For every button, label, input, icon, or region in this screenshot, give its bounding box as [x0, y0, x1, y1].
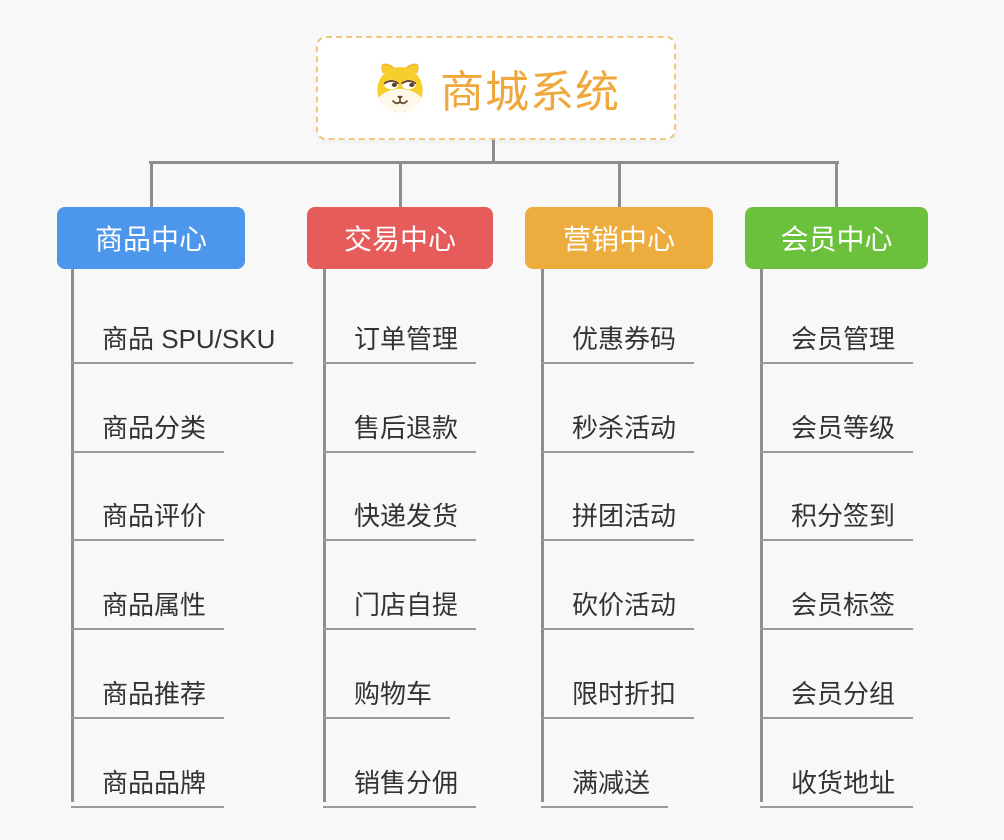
connector-horizontal-bar	[149, 161, 839, 164]
root-node-title: 商城系统	[440, 68, 620, 117]
leaf-node[interactable]: 砍价活动	[541, 572, 695, 630]
leaf-node[interactable]: 会员分组	[760, 661, 914, 719]
connector-drop-line	[835, 161, 838, 207]
leaf-node[interactable]: 门店自提	[323, 572, 477, 630]
leaf-node[interactable]: 商品推荐	[71, 661, 225, 719]
branch-node-member-center[interactable]: 会员中心	[745, 207, 928, 269]
leaf-node[interactable]: 商品属性	[71, 572, 225, 630]
leaf-node[interactable]: 秒杀活动	[541, 395, 695, 453]
branch-trunk-line	[760, 269, 763, 802]
branch-node-trade-center[interactable]: 交易中心	[307, 207, 493, 269]
leaf-node[interactable]: 限时折扣	[541, 661, 695, 719]
leaf-node[interactable]: 快递发货	[323, 483, 477, 541]
leaf-node[interactable]: 商品评价	[71, 483, 225, 541]
connector-drop-line	[399, 161, 402, 207]
leaf-node[interactable]: 商品分类	[71, 395, 225, 453]
root-node-mall-system[interactable]: 商城系统	[316, 36, 676, 140]
leaf-node[interactable]: 订单管理	[323, 306, 477, 364]
leaf-node[interactable]: 商品 SPU/SKU	[71, 306, 294, 364]
leaf-node[interactable]: 积分签到	[760, 483, 914, 541]
branch-node-product-center[interactable]: 商品中心	[57, 207, 245, 269]
leaf-node[interactable]: 收货地址	[760, 750, 914, 808]
leaf-node[interactable]: 售后退款	[323, 395, 477, 453]
dog-face-icon	[372, 61, 428, 115]
leaf-node[interactable]: 满减送	[541, 750, 669, 808]
leaf-node[interactable]: 会员等级	[760, 395, 914, 453]
leaf-node[interactable]: 会员管理	[760, 306, 914, 364]
leaf-node[interactable]: 优惠券码	[541, 306, 695, 364]
branch-trunk-line	[71, 269, 74, 802]
leaf-node[interactable]: 会员标签	[760, 572, 914, 630]
connector-drop-line	[150, 161, 153, 207]
branch-trunk-line	[541, 269, 544, 802]
leaf-node[interactable]: 拼团活动	[541, 483, 695, 541]
leaf-node[interactable]: 购物车	[323, 661, 451, 719]
connector-root-trunk	[492, 140, 495, 162]
connector-drop-line	[618, 161, 621, 207]
branch-trunk-line	[323, 269, 326, 802]
leaf-node[interactable]: 销售分佣	[323, 750, 477, 808]
branch-node-marketing-center[interactable]: 营销中心	[525, 207, 713, 269]
leaf-node[interactable]: 商品品牌	[71, 750, 225, 808]
